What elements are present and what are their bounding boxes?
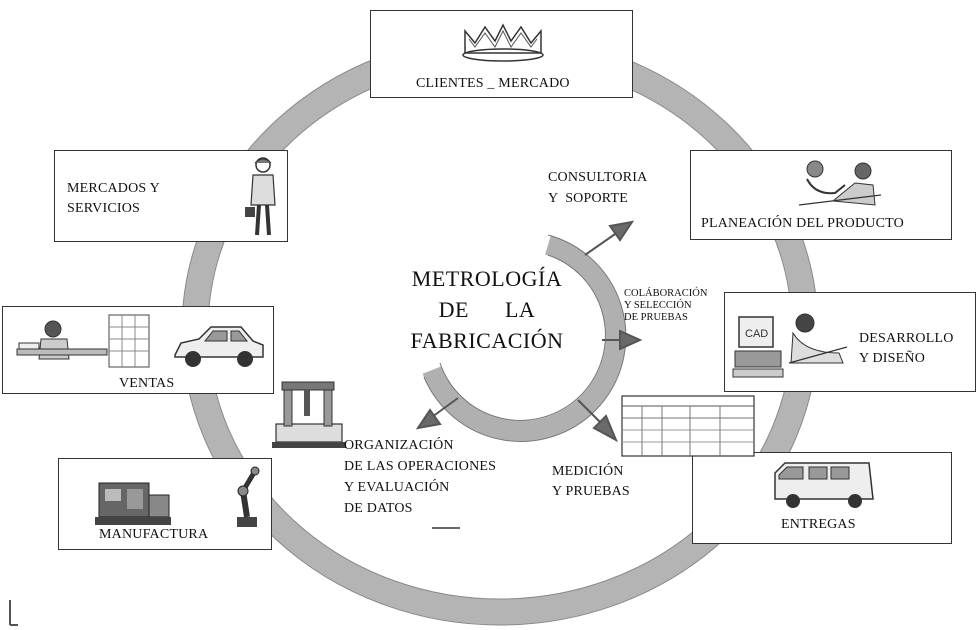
- arrow-colaboracion: [602, 329, 643, 351]
- node-ventas-label: VENTAS: [119, 376, 175, 391]
- node-clientes: CLIENTES _ MERCADO: [370, 10, 633, 98]
- node-entregas: ENTREGAS: [692, 452, 952, 544]
- node-mercados: MERCADOS Y SERVICIOS: [54, 150, 288, 242]
- machine-tool-icon: [95, 482, 171, 525]
- robot-arm-icon: [237, 466, 260, 527]
- inner-arc: [422, 235, 626, 441]
- arrow-medicion: [577, 399, 619, 443]
- node-desarrollo-label-1: DESARROLLO: [859, 331, 954, 346]
- worker-icon: [245, 157, 276, 236]
- node-manufactura-label: MANUFACTURA: [99, 527, 209, 542]
- node-mercados-label-1: MERCADOS Y: [67, 181, 160, 196]
- center-title-line-2: DE LA: [438, 297, 536, 322]
- crown-icon: [462, 23, 544, 62]
- node-manufactura: MANUFACTURA: [58, 458, 272, 550]
- node-desarrollo-label-2: Y DISEÑO: [859, 351, 926, 366]
- svg-text:CAD: CAD: [745, 328, 768, 340]
- center-title-line-1: METROLOGÍA: [411, 266, 563, 291]
- office-desk-icon: [16, 314, 150, 368]
- node-planeacion-label: PLANEACIÓN DEL PRODUCTO: [701, 216, 904, 231]
- label-medicion-1: MEDICIÓN: [552, 464, 624, 479]
- node-entregas-label: ENTREGAS: [781, 517, 856, 532]
- arrow-organizacion: [415, 397, 459, 430]
- node-clientes-label: CLIENTES _ MERCADO: [416, 76, 570, 91]
- label-colaboracion-3: DE PRUEBAS: [624, 312, 688, 323]
- node-planeacion: PLANEACIÓN DEL PRODUCTO: [690, 150, 952, 240]
- label-organizacion-1: ORGANIZACIÓN: [344, 438, 454, 453]
- label-consultoria-1: CONSULTORIA: [548, 170, 648, 185]
- label-medicion-2: Y PRUEBAS: [552, 484, 630, 499]
- label-organizacion-3: Y EVALUACIÓN: [344, 480, 450, 495]
- node-ventas: VENTAS: [2, 306, 274, 394]
- car-icon: [174, 326, 264, 367]
- label-organizacion-4: DE DATOS: [344, 501, 413, 516]
- handshake-icon: [798, 160, 882, 206]
- cad-workstation-icon: CAD: [732, 313, 848, 378]
- label-colaboracion-2: Y SELECCIÓN: [624, 300, 692, 311]
- label-consultoria-2: Y SOPORTE: [548, 191, 628, 206]
- node-mercados-label-2: SERVICIOS: [67, 201, 141, 216]
- report-form-icon: [621, 395, 755, 457]
- van-icon: [774, 462, 874, 508]
- center-title-line-3: FABRICACIÓN: [410, 328, 564, 353]
- label-colaboracion-1: COLÁBORACIÓN: [624, 288, 708, 299]
- label-organizacion-2: DE LAS OPERACIONES: [344, 459, 497, 474]
- arrow-consultoria: [584, 220, 635, 256]
- measuring-machine-icon: [272, 381, 346, 448]
- node-desarrollo: CAD DESARROLLO Y DISEÑO: [724, 292, 976, 392]
